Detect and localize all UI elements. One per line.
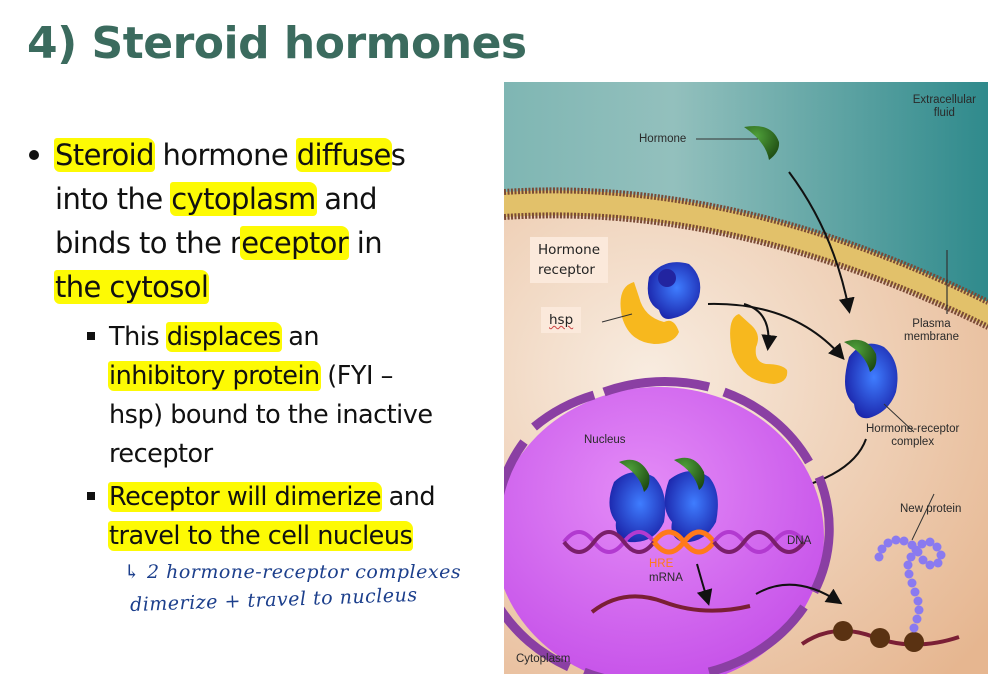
highlight: eceptor: [240, 226, 350, 260]
slide-title: 4) Steroid hormones: [27, 18, 527, 69]
text: 2 hormone-receptor complexes: [146, 561, 462, 583]
bullet-text: Steroid hormone diffuses into the cytopl…: [29, 133, 461, 616]
highlight: cytoplasm: [170, 182, 317, 216]
bullet-dot-icon: [29, 150, 39, 160]
sub-bullet-1-line-4: receptor: [109, 435, 213, 474]
main-bullet-line-2: into the cytoplasm and: [55, 177, 378, 221]
highlight: Steroid: [54, 138, 155, 172]
dna-helix: [562, 529, 806, 555]
mrna-strand: [590, 594, 751, 614]
plasma-membrane: [504, 190, 988, 327]
text: and: [315, 182, 377, 216]
steroid-hormone-pathway-diagram: Extracellular fluid Hormone Hormone rece…: [504, 82, 988, 674]
ribosomes: [833, 621, 924, 652]
label-hormone: Hormone: [639, 133, 687, 145]
main-bullet-line-1: Steroid hormone diffuses: [54, 133, 406, 177]
label-hre: HRE: [649, 558, 674, 570]
text: binds to the r: [55, 226, 242, 260]
sub-bullet-1-line-3: hsp) bound to the inactive: [109, 396, 433, 435]
highlight: diffuse: [295, 138, 392, 172]
label-hormone-receptor-complex: Hormone-receptor complex: [866, 423, 960, 448]
square-bullet-icon: [87, 332, 95, 340]
text: hormone: [153, 138, 297, 172]
label-extracellular-fluid: Extracellular fluid: [912, 94, 976, 119]
hormone-receptor-complex: [845, 343, 898, 419]
label-mrna: mRNA: [649, 572, 683, 584]
label-cytoplasm: Cytoplasm: [516, 653, 571, 665]
text: This: [109, 322, 167, 352]
sub-bullet-1-line-2: inhibitory protein (FYI –: [108, 357, 393, 396]
hooked-arrow-icon: ↳: [124, 561, 141, 583]
highlight: displaces: [165, 322, 282, 352]
main-bullet-line-3: binds to the receptor in: [55, 221, 383, 265]
label-plasma-membrane: Plasma membrane: [904, 318, 959, 343]
text: and: [381, 482, 436, 512]
sub-bullet-1-line-1: This displaces an: [109, 318, 320, 357]
hormone-molecule: [744, 126, 780, 160]
highlight: the cytosol: [54, 270, 210, 304]
highlight: travel to the cell nucleus: [108, 521, 414, 551]
new-protein-chain: [874, 535, 946, 633]
text: hsp) bound to the inactive: [109, 400, 433, 430]
label-hsp: hsp: [541, 307, 582, 333]
label-nucleus: Nucleus: [584, 434, 626, 446]
receptor-dimer-right: [664, 471, 718, 543]
sub-bullet-2-line-1: Receptor will dimerize and: [108, 478, 436, 517]
diagram-illustration: [504, 82, 988, 674]
label-new-protein: New protein: [900, 503, 962, 515]
highlight: inhibitory protein: [108, 361, 321, 391]
released-hsp: [730, 314, 788, 384]
handwritten-note-line-1: ↳ 2 hormone-receptor complexes: [124, 561, 461, 583]
receptor-dimer-left: [609, 472, 666, 543]
hsp-protein: [620, 282, 679, 344]
highlight: Receptor will dimerize: [108, 482, 383, 512]
text: (FYI –: [319, 361, 393, 391]
text: an: [280, 322, 320, 352]
text: receptor: [109, 439, 213, 469]
text: in: [348, 226, 383, 260]
text: dimerize + travel to nucleus: [129, 583, 418, 617]
text: s: [390, 138, 406, 172]
label-hormone-receptor: Hormone receptor: [530, 237, 608, 283]
main-bullet-line-4: the cytosol: [54, 265, 210, 309]
square-bullet-icon: [87, 492, 95, 500]
nuclear-envelope: [504, 377, 834, 674]
label-dna: DNA: [787, 535, 812, 547]
handwritten-note-line-2: dimerize + travel to nucleus: [130, 584, 418, 616]
text: into the: [55, 182, 172, 216]
sub-bullet-2-line-2: travel to the cell nucleus: [108, 517, 414, 556]
